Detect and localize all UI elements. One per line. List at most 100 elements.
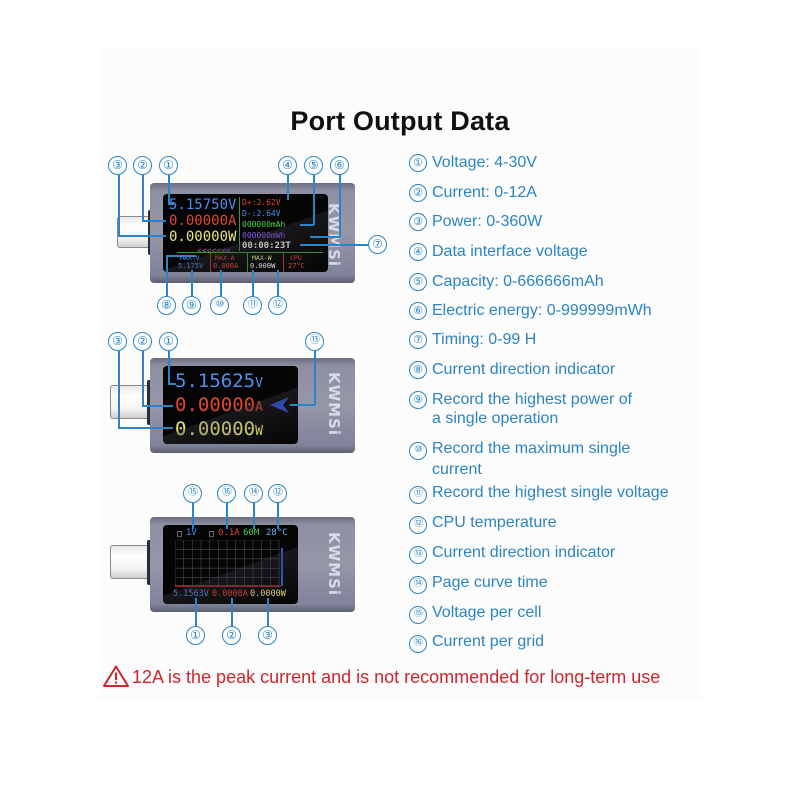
current-reading: 0.00000A xyxy=(169,213,237,229)
leader-line xyxy=(118,427,173,429)
max-a-cell: MAX-A 0.000A xyxy=(211,253,248,272)
leader-line xyxy=(267,598,269,626)
callout-5: ⑤ xyxy=(304,156,323,175)
leader-line xyxy=(142,405,173,407)
leader-line xyxy=(118,351,120,428)
power-reading: 0.0000W xyxy=(250,589,286,599)
leader-line xyxy=(277,503,279,529)
callout-2: ② xyxy=(222,626,241,645)
leader-line xyxy=(192,503,194,529)
usb-c-plug xyxy=(110,545,152,579)
leader-line xyxy=(168,383,176,385)
warning-banner: 12A is the peak current and is not recom… xyxy=(103,665,660,688)
leader-line xyxy=(287,175,289,200)
leader-line xyxy=(195,598,197,626)
leader-line xyxy=(314,351,316,405)
cpu-temperature: 28°C xyxy=(266,528,288,538)
dplus-voltage: D+:2.62V xyxy=(242,198,281,207)
callout-7: ⑦ xyxy=(368,235,387,254)
voltage-reading: 5.15625V xyxy=(175,370,263,392)
callout-16: ⑯ xyxy=(217,484,236,503)
page-title: Port Output Data xyxy=(290,106,510,136)
leader-line xyxy=(168,175,170,204)
dminus-voltage: D-:2.64V xyxy=(242,209,281,218)
leader-line xyxy=(310,236,340,238)
current-direction-arrow-icon xyxy=(270,397,289,413)
device-3-screen: □ 1V □ 0.1A 60M 28°C 5.1563V 0.0000A 0.0… xyxy=(163,525,298,604)
callout-1: ① xyxy=(159,156,178,175)
leader-line xyxy=(253,503,255,529)
leader-line xyxy=(166,255,196,257)
callout-11: ⑪ xyxy=(243,296,262,315)
leader-line xyxy=(313,175,315,225)
page-curve-time: 60M xyxy=(243,528,260,538)
current-direction-indicator: <<<<<<< xyxy=(197,246,231,255)
leader-line xyxy=(166,255,168,296)
current-reading: 0.0000A xyxy=(212,589,248,599)
callout-2: ② xyxy=(133,332,152,351)
power-reading: 0.00000W xyxy=(175,418,263,440)
usb-c-plug xyxy=(110,385,152,419)
callout-2: ② xyxy=(133,156,152,175)
max-w-cell: MAX-W 0.000W xyxy=(248,253,284,272)
leader-line xyxy=(300,244,368,246)
leader-line xyxy=(339,175,341,237)
leader-line xyxy=(252,270,254,296)
timer-reading: 00:00:23T xyxy=(242,241,291,251)
warning-text: 12A is the peak current and is not recom… xyxy=(132,667,661,687)
energy-reading: 000000mWh xyxy=(242,231,286,240)
capacity-reading: 000000mAh xyxy=(242,220,286,229)
warning-triangle-icon xyxy=(103,665,129,687)
leader-line xyxy=(191,270,193,296)
callout-1: ① xyxy=(159,332,178,351)
leader-line xyxy=(168,351,170,384)
current-per-grid: 0.1A xyxy=(218,528,240,538)
leader-line xyxy=(142,220,166,222)
callout-14: ⑭ xyxy=(244,484,263,503)
device-1-screen: 5.15750V 0.00000A 0.00000W <<<<<<< D+:2.… xyxy=(163,194,328,272)
leader-line xyxy=(226,503,228,529)
callout-1: ① xyxy=(186,626,205,645)
brand-logo: KWMSi xyxy=(325,372,343,437)
leader-line xyxy=(277,270,279,296)
callout-13: ⑬ xyxy=(305,332,324,351)
device-2-screen: 5.15625V 0.00000A 0.00000W xyxy=(163,366,298,444)
leader-line xyxy=(290,404,315,406)
callout-6: ⑥ xyxy=(330,156,349,175)
leader-line xyxy=(142,351,144,406)
leader-line xyxy=(168,203,174,205)
callout-8: ⑧ xyxy=(157,296,176,315)
leader-line xyxy=(231,598,233,626)
callout-3: ③ xyxy=(108,156,127,175)
grid-marker-icon: □ xyxy=(209,529,214,538)
max-records-row: MAX-V 5.175V MAX-A 0.000A MAX-W 0.000W C… xyxy=(177,252,323,272)
cell-marker-icon: □ xyxy=(177,529,182,538)
curve-grid xyxy=(175,540,283,587)
current-reading: 0.00000A xyxy=(175,394,263,416)
callout-3: ③ xyxy=(258,626,277,645)
callout-3: ③ xyxy=(108,332,127,351)
callout-4: ④ xyxy=(278,156,297,175)
leader-line xyxy=(300,224,314,226)
leader-line xyxy=(118,235,166,237)
leader-line xyxy=(220,270,222,296)
power-reading: 0.00000W xyxy=(169,229,237,245)
leader-line xyxy=(142,175,144,221)
max-v-cell: MAX-V 5.175V xyxy=(177,253,211,272)
brand-logo: KWMSi xyxy=(325,532,343,597)
cpu-temp-cell: CPU 27°C xyxy=(288,254,305,270)
voltage-reading: 5.1563V xyxy=(173,589,209,599)
